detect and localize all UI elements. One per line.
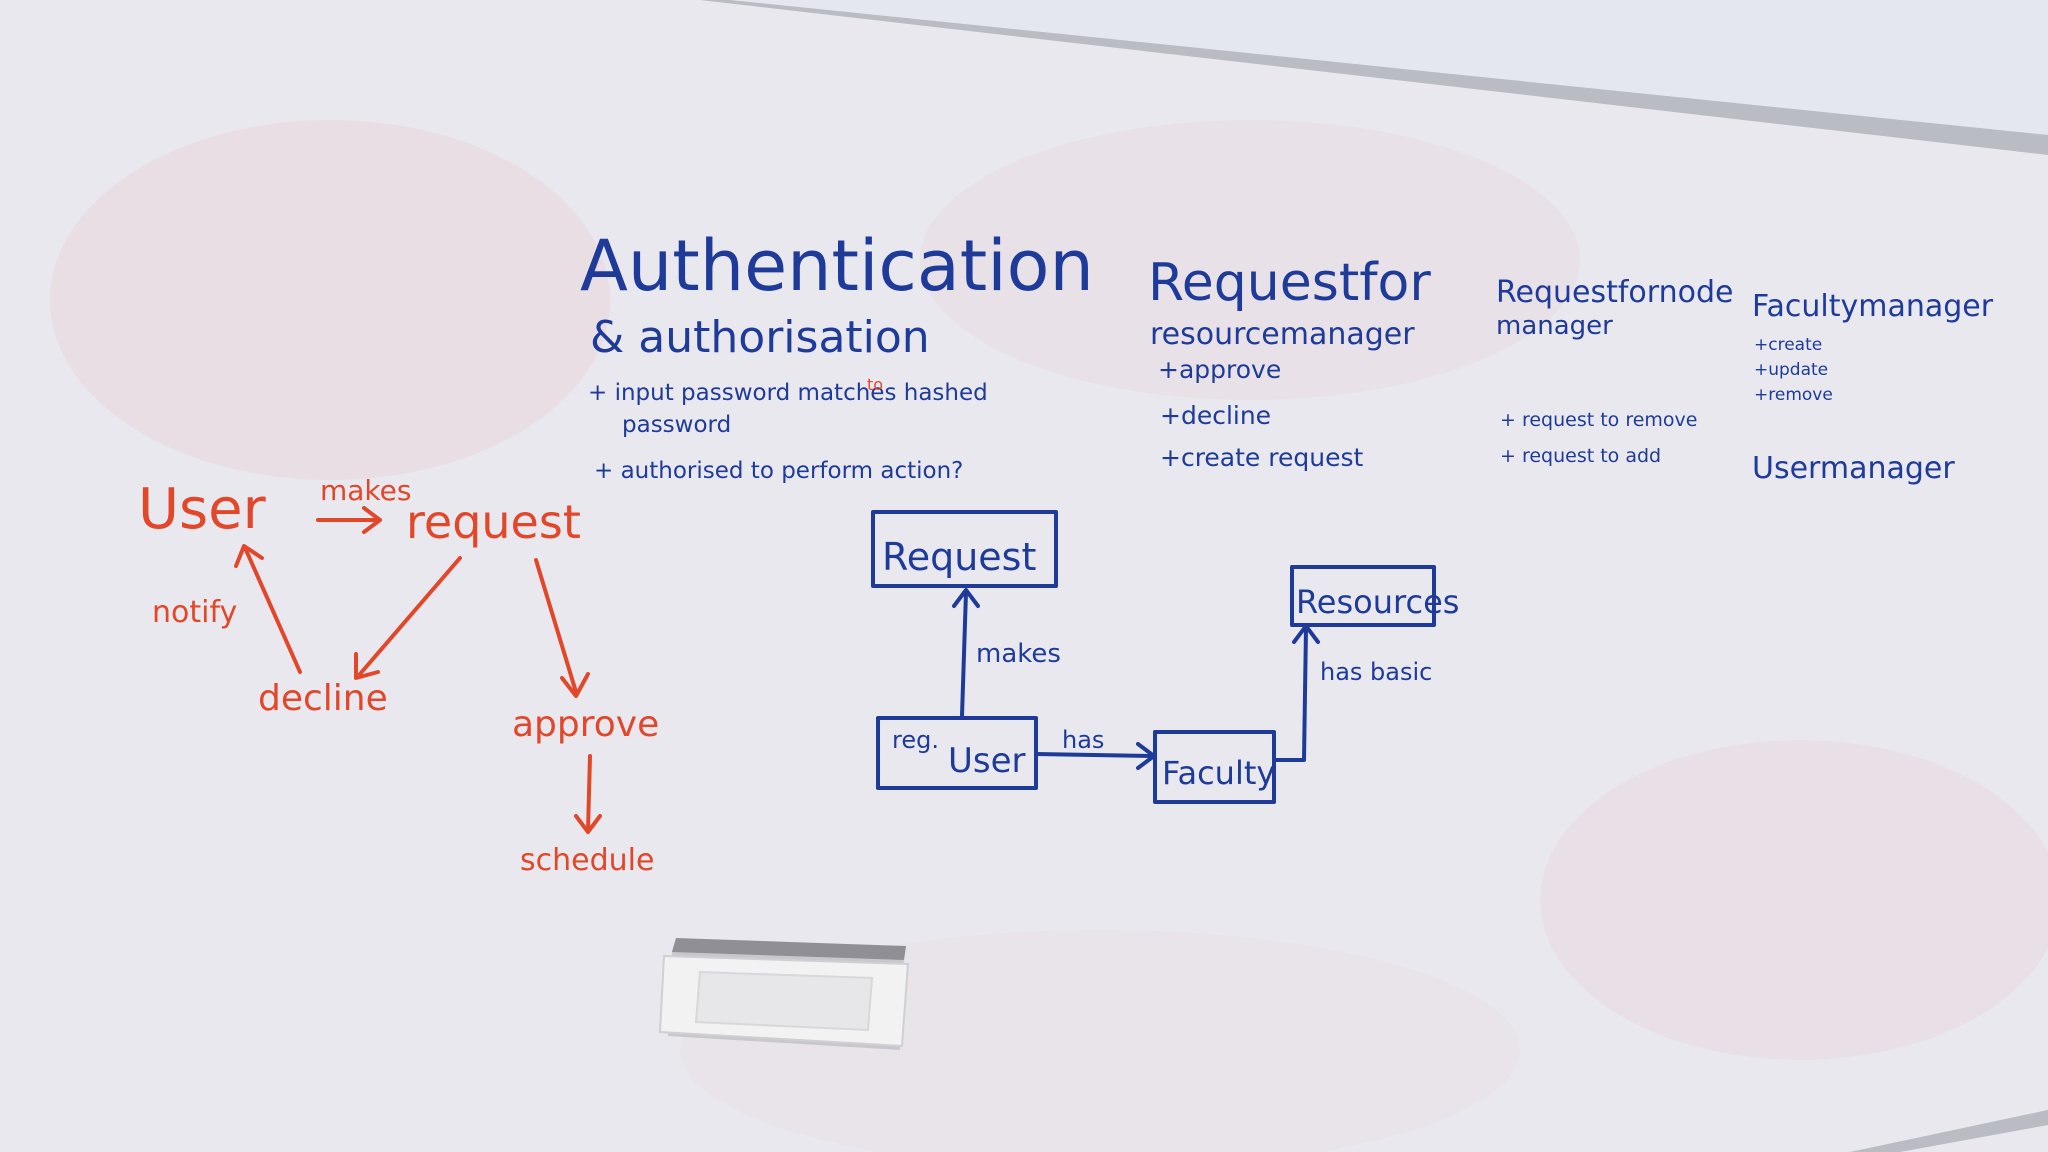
- entity-makes-label: makes: [976, 639, 1061, 669]
- arrow-request-to-approve: [534, 558, 590, 698]
- auth-title: Authentication: [580, 225, 1094, 307]
- flow-notify: notify: [152, 595, 237, 630]
- req-node-item-remove: + request to remove: [1500, 409, 1698, 431]
- flow-user: User: [138, 477, 267, 542]
- req-resource-item-approve: +approve: [1158, 355, 1281, 384]
- entity-faculty-label: Faculty: [1162, 754, 1275, 792]
- arrow-faculty-has-basic-resources: [1274, 624, 1320, 762]
- entity-resources-box: Resources: [1290, 565, 1459, 627]
- flow-request: request: [406, 495, 581, 549]
- req-resource-item-decline: +decline: [1160, 401, 1271, 430]
- entity-request-label: Request: [882, 535, 1036, 579]
- arrow-approve-to-schedule: [574, 754, 602, 834]
- arrow-request-to-decline: [354, 556, 462, 680]
- board-frame-bottom: [1850, 1110, 2048, 1152]
- arrow-user-makes-request: [316, 506, 382, 534]
- arrow-user-makes-request-entity: [952, 588, 980, 718]
- entity-has-basic-label: has basic: [1320, 658, 1432, 686]
- entity-resources-label: Resources: [1296, 583, 1459, 621]
- req-node-title-1: Requestfornode: [1496, 275, 1733, 310]
- arrow-user-has-faculty: [1034, 742, 1156, 770]
- entity-user-label: User: [948, 741, 1026, 781]
- entity-request-box: Request: [871, 510, 1058, 588]
- req-resource-title-2: resourcemanager: [1150, 317, 1415, 352]
- faculty-mgr-item-create: +create: [1754, 335, 1822, 355]
- req-node-title-2: manager: [1496, 311, 1613, 341]
- auth-item-insert: to: [867, 375, 883, 394]
- flow-makes: makes: [320, 474, 411, 507]
- faculty-mgr-item-remove: +remove: [1754, 385, 1833, 405]
- faculty-mgr-item-update: +update: [1754, 360, 1828, 380]
- auth-subtitle: & authorisation: [590, 312, 930, 363]
- auth-item-password: + input password matches hashed: [588, 380, 988, 406]
- user-mgr-title: Usermanager: [1752, 451, 1955, 486]
- whiteboard-eraser: [658, 938, 910, 1050]
- flow-approve: approve: [512, 704, 659, 745]
- auth-item-authorised: + authorised to perform action?: [594, 458, 963, 484]
- board-frame-top: [700, 0, 2048, 155]
- smudge: [1540, 740, 2048, 1060]
- req-resource-title-1: Requestfor: [1148, 253, 1431, 313]
- req-resource-item-create: +create request: [1160, 443, 1363, 472]
- entity-user-reg: reg.: [892, 726, 939, 754]
- flow-decline: decline: [258, 678, 388, 719]
- arrow-decline-notify-user: [234, 544, 302, 674]
- flow-schedule: schedule: [520, 843, 654, 878]
- entity-has-label: has: [1062, 726, 1104, 754]
- auth-item-password-cont: password: [622, 412, 731, 438]
- entity-faculty-box: Faculty: [1153, 730, 1276, 804]
- smudge: [920, 120, 1580, 400]
- req-node-item-add: + request to add: [1500, 445, 1661, 467]
- smudge: [50, 120, 610, 480]
- faculty-mgr-title: Facultymanager: [1752, 289, 1994, 324]
